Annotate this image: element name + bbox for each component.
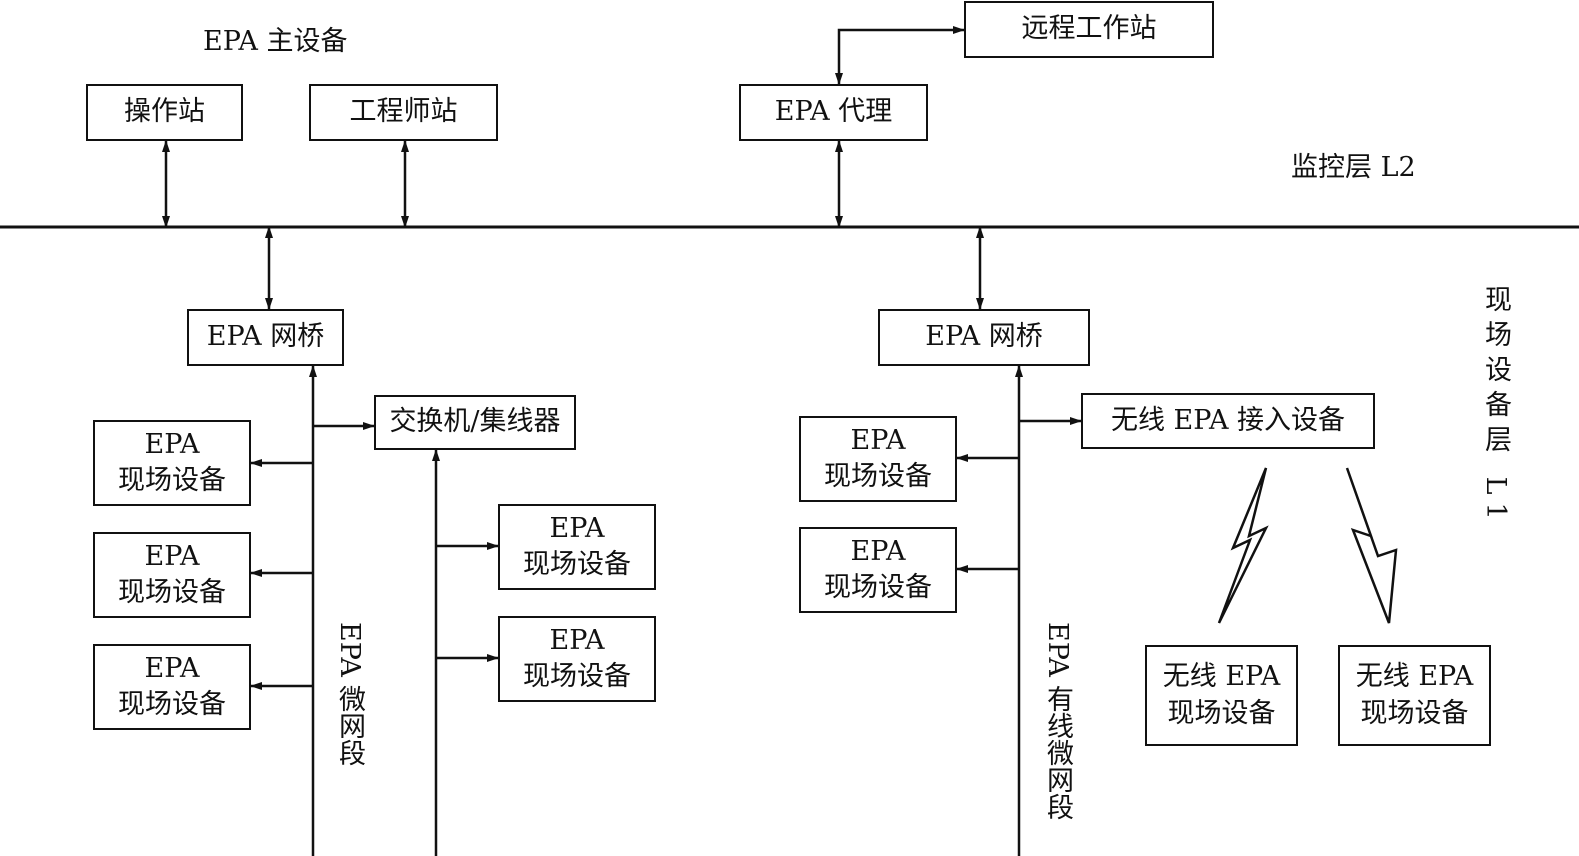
bridge-left-label: EPA 网桥 bbox=[206, 321, 325, 353]
wired-micro-segment-label: EPA 有线微网段 bbox=[1042, 622, 1073, 821]
field-device-line2: 现场设备 bbox=[118, 465, 226, 496]
switch-hub-label: 交换机/集线器 bbox=[389, 406, 561, 438]
switch-hub-box: 交换机/集线器 bbox=[374, 395, 576, 450]
field-device-box: EPA 现场设备 bbox=[799, 527, 957, 613]
bridge-right-box: EPA 网桥 bbox=[878, 309, 1090, 366]
remote-workstation-label: 远程工作站 bbox=[1021, 13, 1157, 45]
field-device-box: EPA 现场设备 bbox=[93, 532, 251, 618]
remote-workstation-box: 远程工作站 bbox=[964, 1, 1214, 58]
operator-station-label: 操作站 bbox=[124, 96, 205, 128]
master-devices-label: EPA 主设备 bbox=[203, 26, 348, 57]
bridge-left-box: EPA 网桥 bbox=[187, 309, 344, 366]
field-device-line2: 现场设备 bbox=[523, 661, 631, 692]
field-device-line1: EPA bbox=[144, 428, 200, 460]
lightning-bolt-right bbox=[1345, 467, 1398, 624]
field-device-line1: EPA bbox=[850, 424, 906, 456]
wireless-device-line1: 无线 EPA bbox=[1355, 661, 1474, 693]
wireless-device-box: 无线 EPA 现场设备 bbox=[1338, 645, 1491, 746]
link-proxy-remote bbox=[835, 26, 965, 85]
monitor-layer-label: 监控层 L2 bbox=[1291, 152, 1416, 183]
field-device-box: EPA 现场设备 bbox=[799, 416, 957, 502]
field-device-box: EPA 现场设备 bbox=[498, 616, 656, 702]
field-device-line2: 现场设备 bbox=[824, 572, 932, 603]
micro-segment-label: EPA 微网段 bbox=[334, 622, 365, 767]
field-device-line1: EPA bbox=[144, 652, 200, 684]
engineer-station-label: 工程师站 bbox=[349, 96, 458, 128]
field-device-line1: EPA bbox=[850, 535, 906, 567]
wireless-device-line2: 现场设备 bbox=[1167, 697, 1276, 729]
wireless-device-box: 无线 EPA 现场设备 bbox=[1145, 645, 1298, 746]
wireless-device-line2: 现场设备 bbox=[1360, 697, 1469, 729]
field-layer-label: 现场设备层 L1 bbox=[1480, 285, 1511, 528]
bridge-right-label: EPA 网桥 bbox=[925, 321, 1043, 353]
field-device-line1: EPA bbox=[549, 512, 605, 544]
field-device-line2: 现场设备 bbox=[523, 549, 631, 580]
wireless-device-line1: 无线 EPA bbox=[1162, 661, 1281, 693]
field-device-line2: 现场设备 bbox=[118, 689, 226, 720]
field-device-line1: EPA bbox=[144, 540, 200, 572]
field-device-line2: 现场设备 bbox=[824, 461, 932, 492]
field-device-box: EPA 现场设备 bbox=[93, 644, 251, 730]
field-device-box: EPA 现场设备 bbox=[93, 420, 251, 506]
field-device-line2: 现场设备 bbox=[118, 577, 226, 608]
epa-proxy-label: EPA 代理 bbox=[774, 96, 893, 128]
lightning-bolt-left bbox=[1217, 467, 1269, 624]
epa-proxy-box: EPA 代理 bbox=[739, 84, 928, 141]
field-device-box: EPA 现场设备 bbox=[498, 504, 656, 590]
wireless-access-label: 无线 EPA 接入设备 bbox=[1110, 404, 1346, 436]
operator-station-box: 操作站 bbox=[86, 84, 243, 141]
field-device-line1: EPA bbox=[549, 624, 605, 656]
wireless-access-box: 无线 EPA 接入设备 bbox=[1081, 393, 1375, 449]
engineer-station-box: 工程师站 bbox=[309, 84, 498, 141]
